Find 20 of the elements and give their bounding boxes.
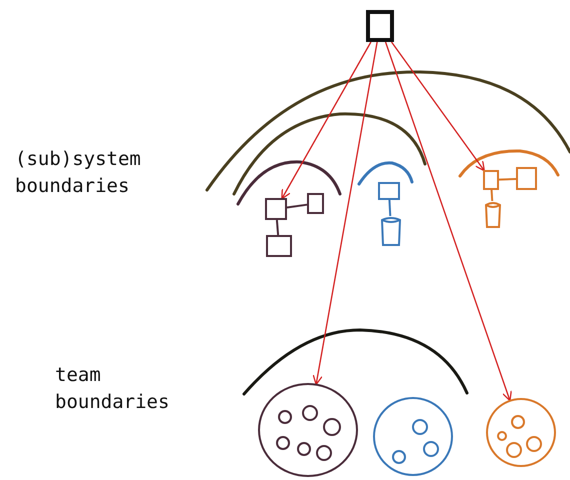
component-box — [307, 193, 324, 214]
arrow — [391, 42, 485, 172]
component-box — [378, 182, 400, 200]
connector-line — [388, 200, 392, 216]
connector-line — [276, 220, 280, 236]
connector-line — [286, 204, 308, 208]
connector-line — [498, 178, 516, 181]
annotation-label: team boundaries — [55, 363, 170, 415]
component-box — [366, 10, 394, 42]
component-box — [483, 170, 499, 190]
database-cylinder — [381, 216, 401, 246]
arrow — [281, 42, 372, 200]
component-box — [266, 235, 292, 257]
database-cylinder — [485, 201, 501, 228]
connector-line — [490, 190, 494, 202]
component-box — [516, 167, 537, 190]
annotation-label: (sub)system boundaries — [15, 147, 142, 199]
component-box — [265, 198, 287, 220]
arrow — [312, 42, 378, 386]
arrow — [384, 42, 512, 402]
